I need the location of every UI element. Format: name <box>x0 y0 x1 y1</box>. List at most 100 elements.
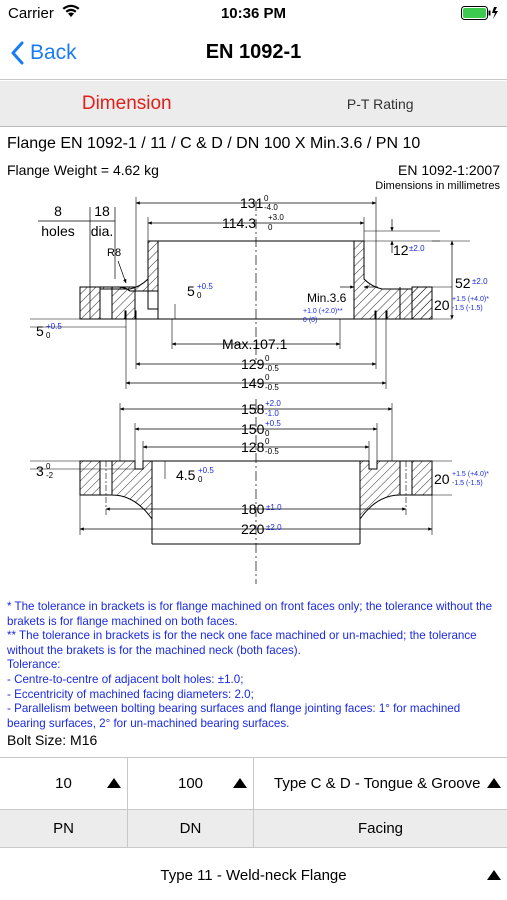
dim-158-tol-up: +2.0 <box>265 399 281 408</box>
dn-picker[interactable]: 100 <box>128 758 254 809</box>
note-line: ** The tolerance in brackets is for the … <box>7 629 477 657</box>
dim-20b: 20 <box>434 471 450 487</box>
tolerance-notes: * The tolerance in brackets is for flang… <box>7 600 501 731</box>
dim-20-tol-up: +1.5 (+4.0)* <box>452 296 489 303</box>
triangle-up-icon <box>233 778 247 788</box>
dim-158: 158 <box>241 401 265 417</box>
dim-150: 150 <box>241 421 265 437</box>
dim-4-5-tol-dn: 0 <box>198 475 203 484</box>
dim-114-tol-up: +3.0 <box>268 213 284 222</box>
dia-label: dia. <box>91 223 114 239</box>
dim-131: 131 <box>240 195 264 211</box>
status-bar: Carrier 10:36 PM <box>0 0 507 28</box>
dim-114: 114.3 <box>222 215 256 231</box>
back-button[interactable]: Back <box>10 38 77 68</box>
dim-5-mid-tol-up: +0.5 <box>197 282 213 291</box>
dim-20b-tol-up: +1.5 (+4.0)* <box>452 471 489 478</box>
facing-value: Type C & D - Tongue & Groove <box>274 775 481 792</box>
dim-149: 149 <box>241 375 265 391</box>
holes-count: 8 <box>54 203 62 219</box>
dim-min-wall: Min.3.6 <box>307 291 347 305</box>
dim-114-tol-dn: 0 <box>268 223 273 232</box>
units-note: Dimensions in millimetres <box>375 180 500 192</box>
pn-picker[interactable]: 10 <box>0 758 128 809</box>
dim-12: 12 <box>393 242 409 258</box>
dim-158-tol-dn: -1.0 <box>265 409 279 418</box>
dim-5-left-tol-up: +0.5 <box>46 322 62 331</box>
note-line: - Centre-to-centre of adjacent bolt hole… <box>7 672 244 686</box>
triangle-up-icon <box>487 870 501 880</box>
dim-min-wall-tol-up: +1.0 (+2.0)** <box>303 308 343 315</box>
dim-min-wall-tol-dn: 0 (0) <box>303 317 317 324</box>
section-view-bottom: 158 +2.0 -1.0 150 +0.5 0 128 0 -0.5 <box>30 399 489 584</box>
dim-52: 52 <box>455 275 471 291</box>
dim-128-tol-up: 0 <box>265 437 270 446</box>
dim-149-tol-up: 0 <box>265 373 270 382</box>
dim-150-tol-dn: 0 <box>265 429 270 438</box>
dim-4-5-tol-up: +0.5 <box>198 466 214 475</box>
dim-128-tol-dn: -0.5 <box>265 447 279 456</box>
selector-panel: 10 100 Type C & D - Tongue & Groove PN D… <box>0 757 507 900</box>
dim-20-tol-dn: -1.5 (-1.5) <box>452 305 483 312</box>
note-line: Tolerance: <box>7 658 61 672</box>
back-label: Back <box>30 41 77 64</box>
tab-pt-rating[interactable]: P-T Rating <box>346 95 414 112</box>
dim-5-mid: 5 <box>187 283 195 299</box>
dim-max107: Max.107.1 <box>222 336 288 352</box>
dim-128: 128 <box>241 439 265 455</box>
pn-label: PN <box>0 810 128 847</box>
dim-52-tol: ±2.0 <box>472 277 488 286</box>
dim-150-tol-up: +0.5 <box>265 419 281 428</box>
flange-type-value: Type 11 - Weld-neck Flange <box>160 866 347 884</box>
dim-220: 220 <box>241 521 265 537</box>
dim-149-tol-dn: -0.5 <box>265 383 279 392</box>
dim-131-tol-up: 0 <box>264 194 269 203</box>
page-title: EN 1092-1 <box>205 41 302 63</box>
navigation-bar: Back EN 1092-1 <box>0 28 507 80</box>
chevron-left-icon <box>11 41 24 65</box>
standard-label: EN 1092-1:2007 <box>398 162 500 178</box>
dim-5-left-tol-dn: 0 <box>46 331 51 340</box>
battery-icon <box>461 6 499 24</box>
dim-180-tol: ±1.0 <box>266 503 282 512</box>
dn-value: 100 <box>177 775 204 792</box>
triangle-up-icon <box>487 778 501 788</box>
dia-value: 18 <box>94 203 110 219</box>
dim-3: 3 <box>36 463 44 479</box>
flange-heading: Flange EN 1092-1 / 11 / C & D / DN 100 X… <box>7 135 421 152</box>
flange-type-picker[interactable]: Type 11 - Weld-neck Flange <box>0 849 507 900</box>
radius-label: R8 <box>107 247 121 259</box>
dim-3-tol-up: 0 <box>46 462 51 471</box>
section-view-top: 8 holes 18 dia. R8 131 0 -4.0 <box>30 194 489 392</box>
carrier-label: Carrier <box>8 5 54 22</box>
status-time: 10:36 PM <box>220 5 287 22</box>
dim-129-tol-dn: -0.5 <box>265 364 279 373</box>
flange-weight: Flange Weight = 4.62 kg <box>7 162 159 178</box>
pn-value: 10 <box>55 775 72 792</box>
note-line: - Parallelism between bolting bearing su… <box>7 702 461 730</box>
dim-131-tol-dn: -4.0 <box>264 203 278 212</box>
note-line: * The tolerance in brackets is for flang… <box>7 600 493 628</box>
dim-5-mid-tol-dn: 0 <box>197 291 202 300</box>
holes-label: holes <box>41 223 74 239</box>
dim-220-tol: ±2.0 <box>266 523 282 532</box>
selector-values-row: 10 100 Type C & D - Tongue & Groove <box>0 758 507 810</box>
dim-20b-tol-dn: -1.5 (-1.5) <box>452 480 483 487</box>
dim-12-tol: ±2.0 <box>409 244 425 253</box>
tab-dimension[interactable]: Dimension <box>81 92 172 114</box>
dim-180: 180 <box>241 501 265 517</box>
wifi-icon <box>62 4 80 22</box>
flange-drawing: 8 holes 18 dia. R8 131 0 -4.0 <box>30 194 489 584</box>
facing-label: Facing <box>357 820 404 837</box>
tab-bar: Dimension P-T Rating <box>0 81 507 127</box>
selector-labels-row: PN DN Facing <box>0 810 507 848</box>
facing-picker[interactable]: Type C & D - Tongue & Groove <box>254 758 507 809</box>
triangle-up-icon <box>107 778 121 788</box>
dn-label: DN <box>128 810 254 847</box>
dim-129: 129 <box>241 356 265 372</box>
note-line: - Eccentricity of machined facing diamet… <box>7 687 254 701</box>
dim-20: 20 <box>434 297 450 313</box>
dim-3-tol-dn: -2 <box>46 471 54 480</box>
dim-5-left: 5 <box>36 323 44 339</box>
